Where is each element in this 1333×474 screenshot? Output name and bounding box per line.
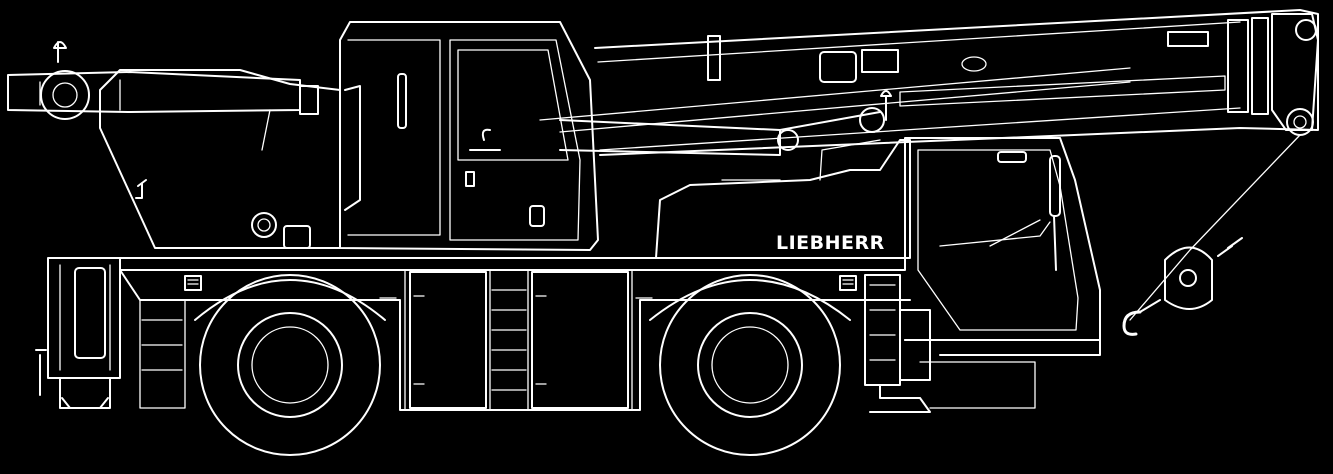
rear-wheel [194,274,386,456]
driver-cab [904,137,1101,341]
front-outrigger [864,274,931,413]
rear-outrigger [35,257,121,409]
engine-housing: LIEBHERR [655,139,911,259]
brand-logo: LIEBHERR [776,232,885,254]
carrier-chassis [119,257,1101,411]
counterweight [7,41,341,249]
hook-block [1122,134,1301,336]
telescopic-boom [539,9,1319,156]
front-wheel [649,274,851,456]
operator-cab [339,21,599,251]
luffing-cylinder [559,90,892,156]
